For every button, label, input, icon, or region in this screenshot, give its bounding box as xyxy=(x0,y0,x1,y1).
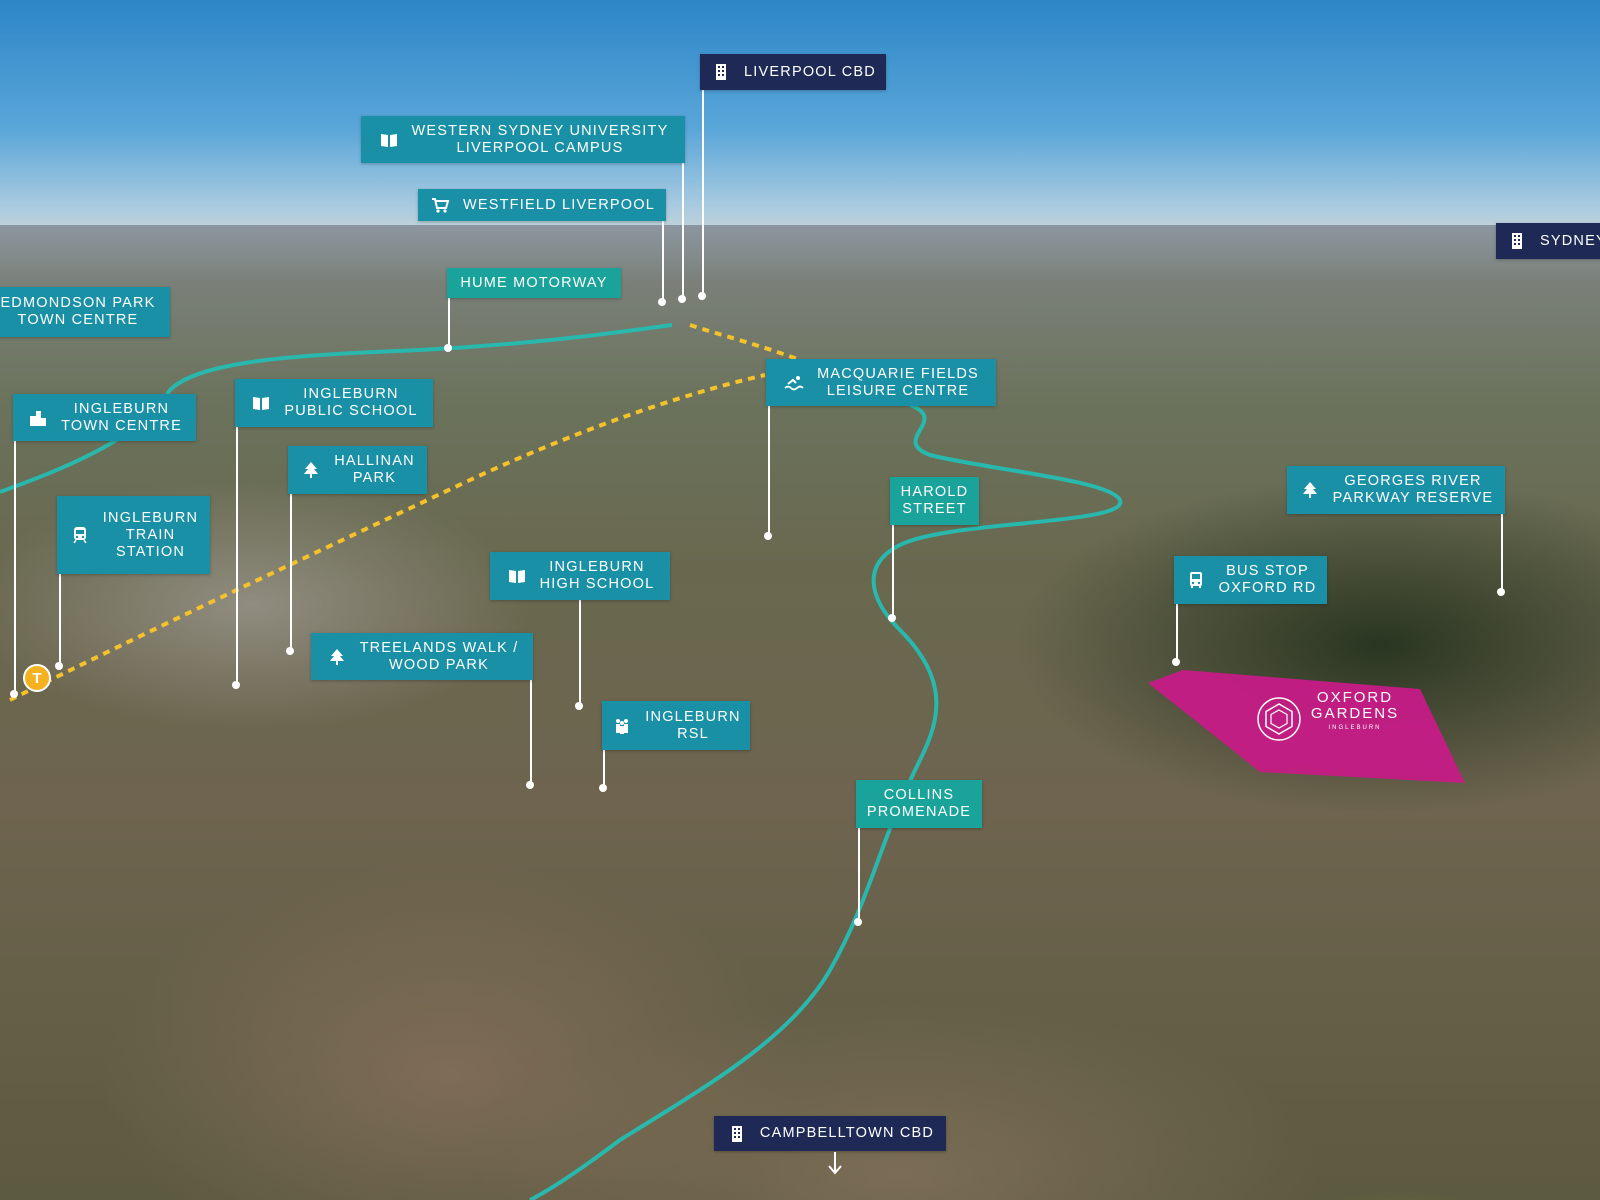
tree-icon xyxy=(326,646,348,668)
ingleburn-town-centre-pin-dot xyxy=(10,690,18,698)
macquarie-pin-dot xyxy=(764,532,772,540)
high-school-pin xyxy=(579,600,581,706)
hallinan-text: HALLINAN PARK xyxy=(334,453,415,486)
high-school-text: INGLEBURN HIGH SCHOOL xyxy=(539,559,655,592)
westfield-text: WESTFIELD LIVERPOOL xyxy=(462,196,655,213)
oxford-gardens-logo xyxy=(1257,697,1301,741)
public-school-pin-dot xyxy=(232,681,240,689)
building-icon xyxy=(710,61,732,83)
bus-stop-text: BUS STOP OXFORD RD xyxy=(1218,563,1317,596)
rsl-pin-dot xyxy=(599,784,607,792)
wsu-pin-dot xyxy=(678,295,686,303)
building-icon xyxy=(726,1123,748,1145)
wsu-label[interactable]: WESTERN SYDNEY UNIVERSITY LIVERPOOL CAMP… xyxy=(361,116,685,163)
georges-river-text: GEORGES RIVER PARKWAY RESERVE xyxy=(1332,473,1494,506)
people-icon xyxy=(611,715,633,737)
georges-river-pin xyxy=(1501,514,1503,592)
collins-pin xyxy=(858,828,860,922)
train-icon xyxy=(69,524,91,546)
main-road-route xyxy=(529,403,1123,1200)
book-icon xyxy=(506,565,528,587)
hallinan-pin-dot xyxy=(286,647,294,655)
development-suburb: INGLEBURN xyxy=(1328,725,1382,731)
treelands-pin-dot xyxy=(526,781,534,789)
edmondson-label[interactable]: EDMONDSON PARK TOWN CENTRE xyxy=(0,287,170,337)
harold-pin xyxy=(892,525,894,618)
edmondson-text: EDMONDSON PARK TOWN CENTRE xyxy=(0,295,156,328)
hallinan-park-label[interactable]: HALLINAN PARK xyxy=(288,446,427,494)
book-icon xyxy=(250,392,272,414)
liverpool-cbd-pin xyxy=(702,90,704,295)
building-icon xyxy=(1506,230,1528,252)
rail-line-north xyxy=(689,323,801,362)
hume-motorway-route xyxy=(0,323,673,494)
train-station-label[interactable]: INGLEBURN TRAIN STATION xyxy=(57,496,210,574)
development-name: OXFORD GARDENS xyxy=(1310,689,1400,722)
high-school-label[interactable]: INGLEBURN HIGH SCHOOL xyxy=(490,552,670,600)
westfield-pin-dot xyxy=(658,298,666,306)
train-station-pin-dot xyxy=(55,662,63,670)
rsl-text: INGLEBURN RSL xyxy=(645,708,741,742)
westfield-label[interactable]: WESTFIELD LIVERPOOL xyxy=(418,189,666,221)
ingleburn-town-centre-pin xyxy=(14,440,16,693)
sky xyxy=(0,0,1600,235)
bus-stop-label[interactable]: BUS STOP OXFORD RD xyxy=(1174,556,1327,604)
train-station-pin xyxy=(59,574,61,666)
hume-text: HUME MOTORWAY xyxy=(460,274,608,291)
station-marker: T xyxy=(23,664,51,692)
hume-pin-dot xyxy=(444,344,452,352)
macquarie-fields-label[interactable]: MACQUARIE FIELDS LEISURE CENTRE xyxy=(766,359,996,406)
oxford-gardens-brand: OXFORD GARDENS INGLEBURN xyxy=(1300,689,1410,732)
collins-promenade-label[interactable]: COLLINS PROMENADE xyxy=(856,780,982,828)
chevron-down-icon xyxy=(828,1152,842,1175)
bus-icon xyxy=(1185,569,1207,591)
macquarie-pin xyxy=(768,406,770,536)
campbelltown-text: CAMPBELLTOWN CBD xyxy=(759,1125,935,1141)
campbelltown-cbd-label[interactable]: CAMPBELLTOWN CBD xyxy=(714,1116,946,1151)
hume-pin xyxy=(448,298,450,348)
rail-line xyxy=(9,373,766,702)
ingleburn-town-centre-label[interactable]: INGLEBURN TOWN CENTRE xyxy=(13,394,196,441)
oxford-gardens-parcel xyxy=(1148,670,1465,783)
ingleburn-town-centre-text: INGLEBURN TOWN CENTRE xyxy=(61,400,182,434)
wsu-text: WESTERN SYDNEY UNIVERSITY LIVERPOOL CAMP… xyxy=(411,122,669,156)
georges-river-label[interactable]: GEORGES RIVER PARKWAY RESERVE xyxy=(1287,466,1505,514)
city-icon xyxy=(27,407,49,429)
bus-stop-pin xyxy=(1176,604,1178,662)
macquarie-text: MACQUARIE FIELDS LEISURE CENTRE xyxy=(817,365,979,399)
bus-stop-pin-dot xyxy=(1172,658,1180,666)
public-school-pin xyxy=(236,427,238,684)
harold-pin-dot xyxy=(888,614,896,622)
hallinan-pin xyxy=(290,494,292,651)
westfield-pin xyxy=(662,220,664,302)
collins-pin-dot xyxy=(854,918,862,926)
swim-icon xyxy=(783,372,805,394)
treelands-label[interactable]: TREELANDS WALK / WOOD PARK xyxy=(311,633,533,680)
public-school-text: INGLEBURN PUBLIC SCHOOL xyxy=(284,386,418,419)
tree-icon xyxy=(1299,479,1321,501)
cart-icon xyxy=(429,194,451,216)
ingleburn-rsl-label[interactable]: INGLEBURN RSL xyxy=(602,701,750,750)
liverpool-cbd-pin-dot xyxy=(698,292,706,300)
hume-motorway-label[interactable]: HUME MOTORWAY xyxy=(447,268,621,298)
collins-text: COLLINS PROMENADE xyxy=(866,787,972,820)
georges-river-pin-dot xyxy=(1497,588,1505,596)
tree-icon xyxy=(300,459,322,481)
public-school-label[interactable]: INGLEBURN PUBLIC SCHOOL xyxy=(235,379,433,427)
harold-text: HAROLD STREET xyxy=(900,484,969,517)
liverpool-cbd-text: LIVERPOOL CBD xyxy=(744,63,876,80)
liverpool-cbd-label[interactable]: LIVERPOOL CBD xyxy=(700,54,886,90)
wsu-pin xyxy=(682,163,684,298)
sydney-text: SYDNEY xyxy=(1540,232,1600,249)
treelands-pin xyxy=(530,680,532,784)
harold-street-label[interactable]: HAROLD STREET xyxy=(890,477,979,525)
book-icon xyxy=(378,129,400,151)
train-station-text: INGLEBURN TRAIN STATION xyxy=(102,509,199,560)
high-school-pin-dot xyxy=(575,702,583,710)
sydney-label[interactable]: SYDNEY xyxy=(1496,223,1600,259)
rsl-pin xyxy=(603,750,605,787)
treelands-text: TREELANDS WALK / WOOD PARK xyxy=(359,639,519,673)
